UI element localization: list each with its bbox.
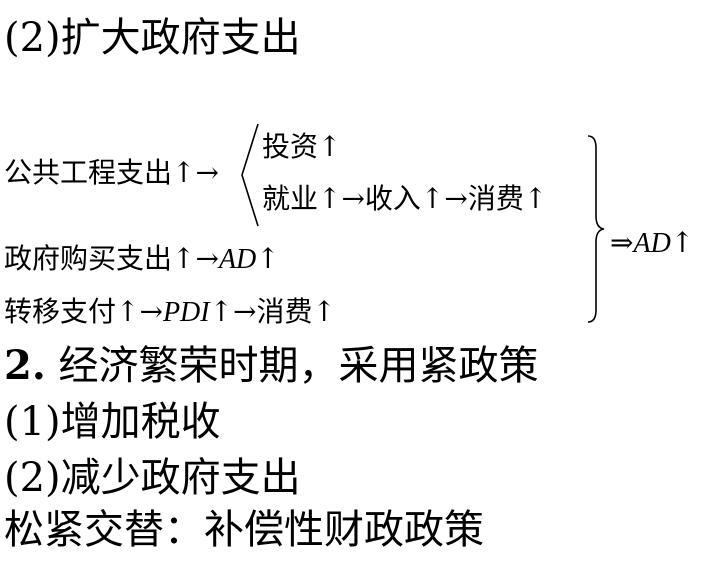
result-up-arrow: ↑ xyxy=(670,226,695,259)
result-line: ⇒AD↑ xyxy=(610,226,694,261)
govt-purchase-label: 政府购买支出↑→ xyxy=(4,242,219,275)
public-works-label: 公共工程支出↑→ xyxy=(4,156,219,189)
govt-purchase-line: 政府购买支出↑→AD↑ xyxy=(4,242,280,277)
right-curly-brace xyxy=(587,135,605,323)
ad-term: AD xyxy=(218,244,257,275)
result-ad-term: AD xyxy=(633,228,671,259)
heading-expand-spending: (2)扩大政府支出 xyxy=(4,15,301,61)
compensatory-policy-line: 松紧交替：补偿性财政政策 xyxy=(4,507,484,553)
pdi-term: PDI xyxy=(162,297,210,328)
reduce-spending-line: (2)减少政府支出 xyxy=(4,455,301,501)
employment-branch: 就业↑→收入↑→消费↑ xyxy=(262,182,548,215)
ad-up-arrow: ↑ xyxy=(256,242,280,275)
investment-branch: 投资↑ xyxy=(262,130,342,163)
transfer-payment-label: 转移支付↑→ xyxy=(4,295,163,328)
implies-arrow: ⇒ xyxy=(610,226,634,259)
pdi-consumption-chain: ↑→消费↑ xyxy=(209,295,336,328)
increase-taxes-line: (1)增加税收 xyxy=(4,399,221,445)
boom-period-line: 2. 经济繁荣时期，采用紧政策 xyxy=(4,342,538,390)
boom-period-text: 经济繁荣时期，采用紧政策 xyxy=(45,343,539,389)
transfer-payment-line: 转移支付↑→PDI↑→消费↑ xyxy=(4,295,336,330)
section-number: 2. xyxy=(4,342,46,389)
left-angle-bracket xyxy=(241,123,259,227)
